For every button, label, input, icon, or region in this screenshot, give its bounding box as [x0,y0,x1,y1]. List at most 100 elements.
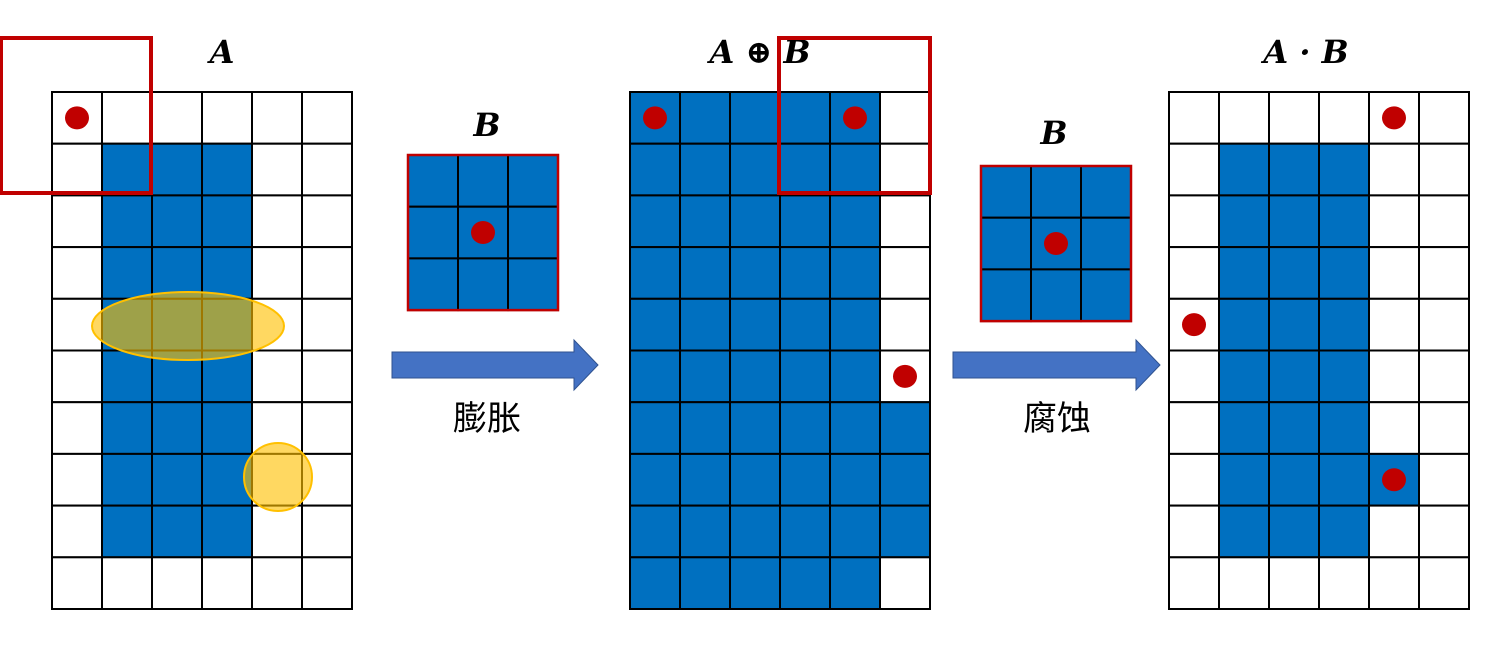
kernel-b-erosion [979,164,1133,323]
empty-cell [1418,556,1470,610]
filled-cell [679,556,731,610]
empty-cell [1168,91,1220,145]
filled-cell [679,297,731,352]
filled-cell [1080,268,1132,323]
filled-cell [1268,194,1320,249]
filled-cell [1318,194,1370,249]
filled-cell [1218,194,1270,249]
empty-cell [1268,556,1320,610]
arrow-right-icon [952,338,1161,392]
filled-cell [1268,297,1320,352]
filled-cell [779,194,831,249]
empty-cell [1218,91,1270,145]
filled-cell [457,257,509,312]
empty-cell [1418,142,1470,197]
filled-cell [829,401,881,455]
empty-cell [251,349,303,404]
filled-cell [829,142,881,197]
empty-cell [1168,142,1220,197]
filled-cell [1268,246,1320,300]
filled-cell [507,154,559,208]
filled-cell [1268,401,1320,455]
empty-cell [1418,452,1470,507]
filled-cell [101,504,153,559]
filled-cell [779,452,831,507]
filled-cell [1080,216,1132,271]
filled-cell [829,349,881,404]
filled-cell [1318,349,1370,404]
empty-cell [879,194,931,249]
empty-cell [101,556,153,610]
filled-cell [101,246,153,300]
empty-cell [1418,297,1470,352]
empty-cell [251,91,303,145]
empty-cell [1168,246,1220,300]
title-kernel2: B [1039,114,1067,152]
title-closed: A · B [1260,33,1348,71]
filled-cell [201,142,253,197]
structuring-window-dilated [777,36,932,195]
filled-cell [829,452,881,507]
filled-cell [779,504,831,559]
filled-cell [729,194,781,249]
filled-cell [779,349,831,404]
filled-cell [629,142,681,197]
empty-cell [879,246,931,300]
empty-cell [51,504,103,559]
empty-cell [251,556,303,610]
filled-cell [1218,142,1270,197]
empty-cell [51,556,103,610]
empty-cell [1168,401,1220,455]
empty-cell [301,246,353,300]
kernel-border [406,153,560,312]
empty-cell [879,297,931,352]
filled-cell [1318,504,1370,559]
filled-cell [407,205,459,260]
empty-cell [201,91,253,145]
filled-cell [679,194,731,249]
empty-cell [251,142,303,197]
kernel-border [979,164,1133,323]
empty-cell [1218,556,1270,610]
filled-cell [151,504,203,559]
filled-cell [507,257,559,312]
filled-cell [1218,349,1270,404]
filled-cell [1218,504,1270,559]
empty-cell [251,504,303,559]
filled-cell [879,452,931,507]
filled-cell [980,165,1032,219]
filled-cell [151,401,203,455]
empty-cell [51,349,103,404]
empty-cell [1418,401,1470,455]
origin-dot [1044,232,1068,256]
filled-cell [729,246,781,300]
origin-dot [1382,106,1406,130]
empty-cell [1418,504,1470,559]
grid-dilated [629,91,931,610]
origin-dot [893,364,917,388]
grid-closed [1168,91,1470,610]
filled-cell [101,452,153,507]
filled-cell [829,556,881,610]
empty-cell [301,194,353,249]
filled-cell [101,349,153,404]
filled-cell [1218,452,1270,507]
origin-dot [1182,313,1206,337]
empty-cell [1368,556,1420,610]
empty-cell [301,556,353,610]
filled-cell [779,556,831,610]
filled-cell [1030,165,1082,219]
structuring-window-a [0,36,153,195]
arrow-right-icon [391,338,599,392]
empty-cell [1418,194,1470,249]
filled-cell [679,91,731,145]
filled-cell [1268,142,1320,197]
origin-dot [471,221,495,245]
empty-cell [151,91,203,145]
empty-cell [1418,91,1470,145]
filled-cell [151,194,203,249]
filled-cell [879,504,931,559]
empty-cell [51,452,103,507]
filled-cell [980,216,1032,271]
